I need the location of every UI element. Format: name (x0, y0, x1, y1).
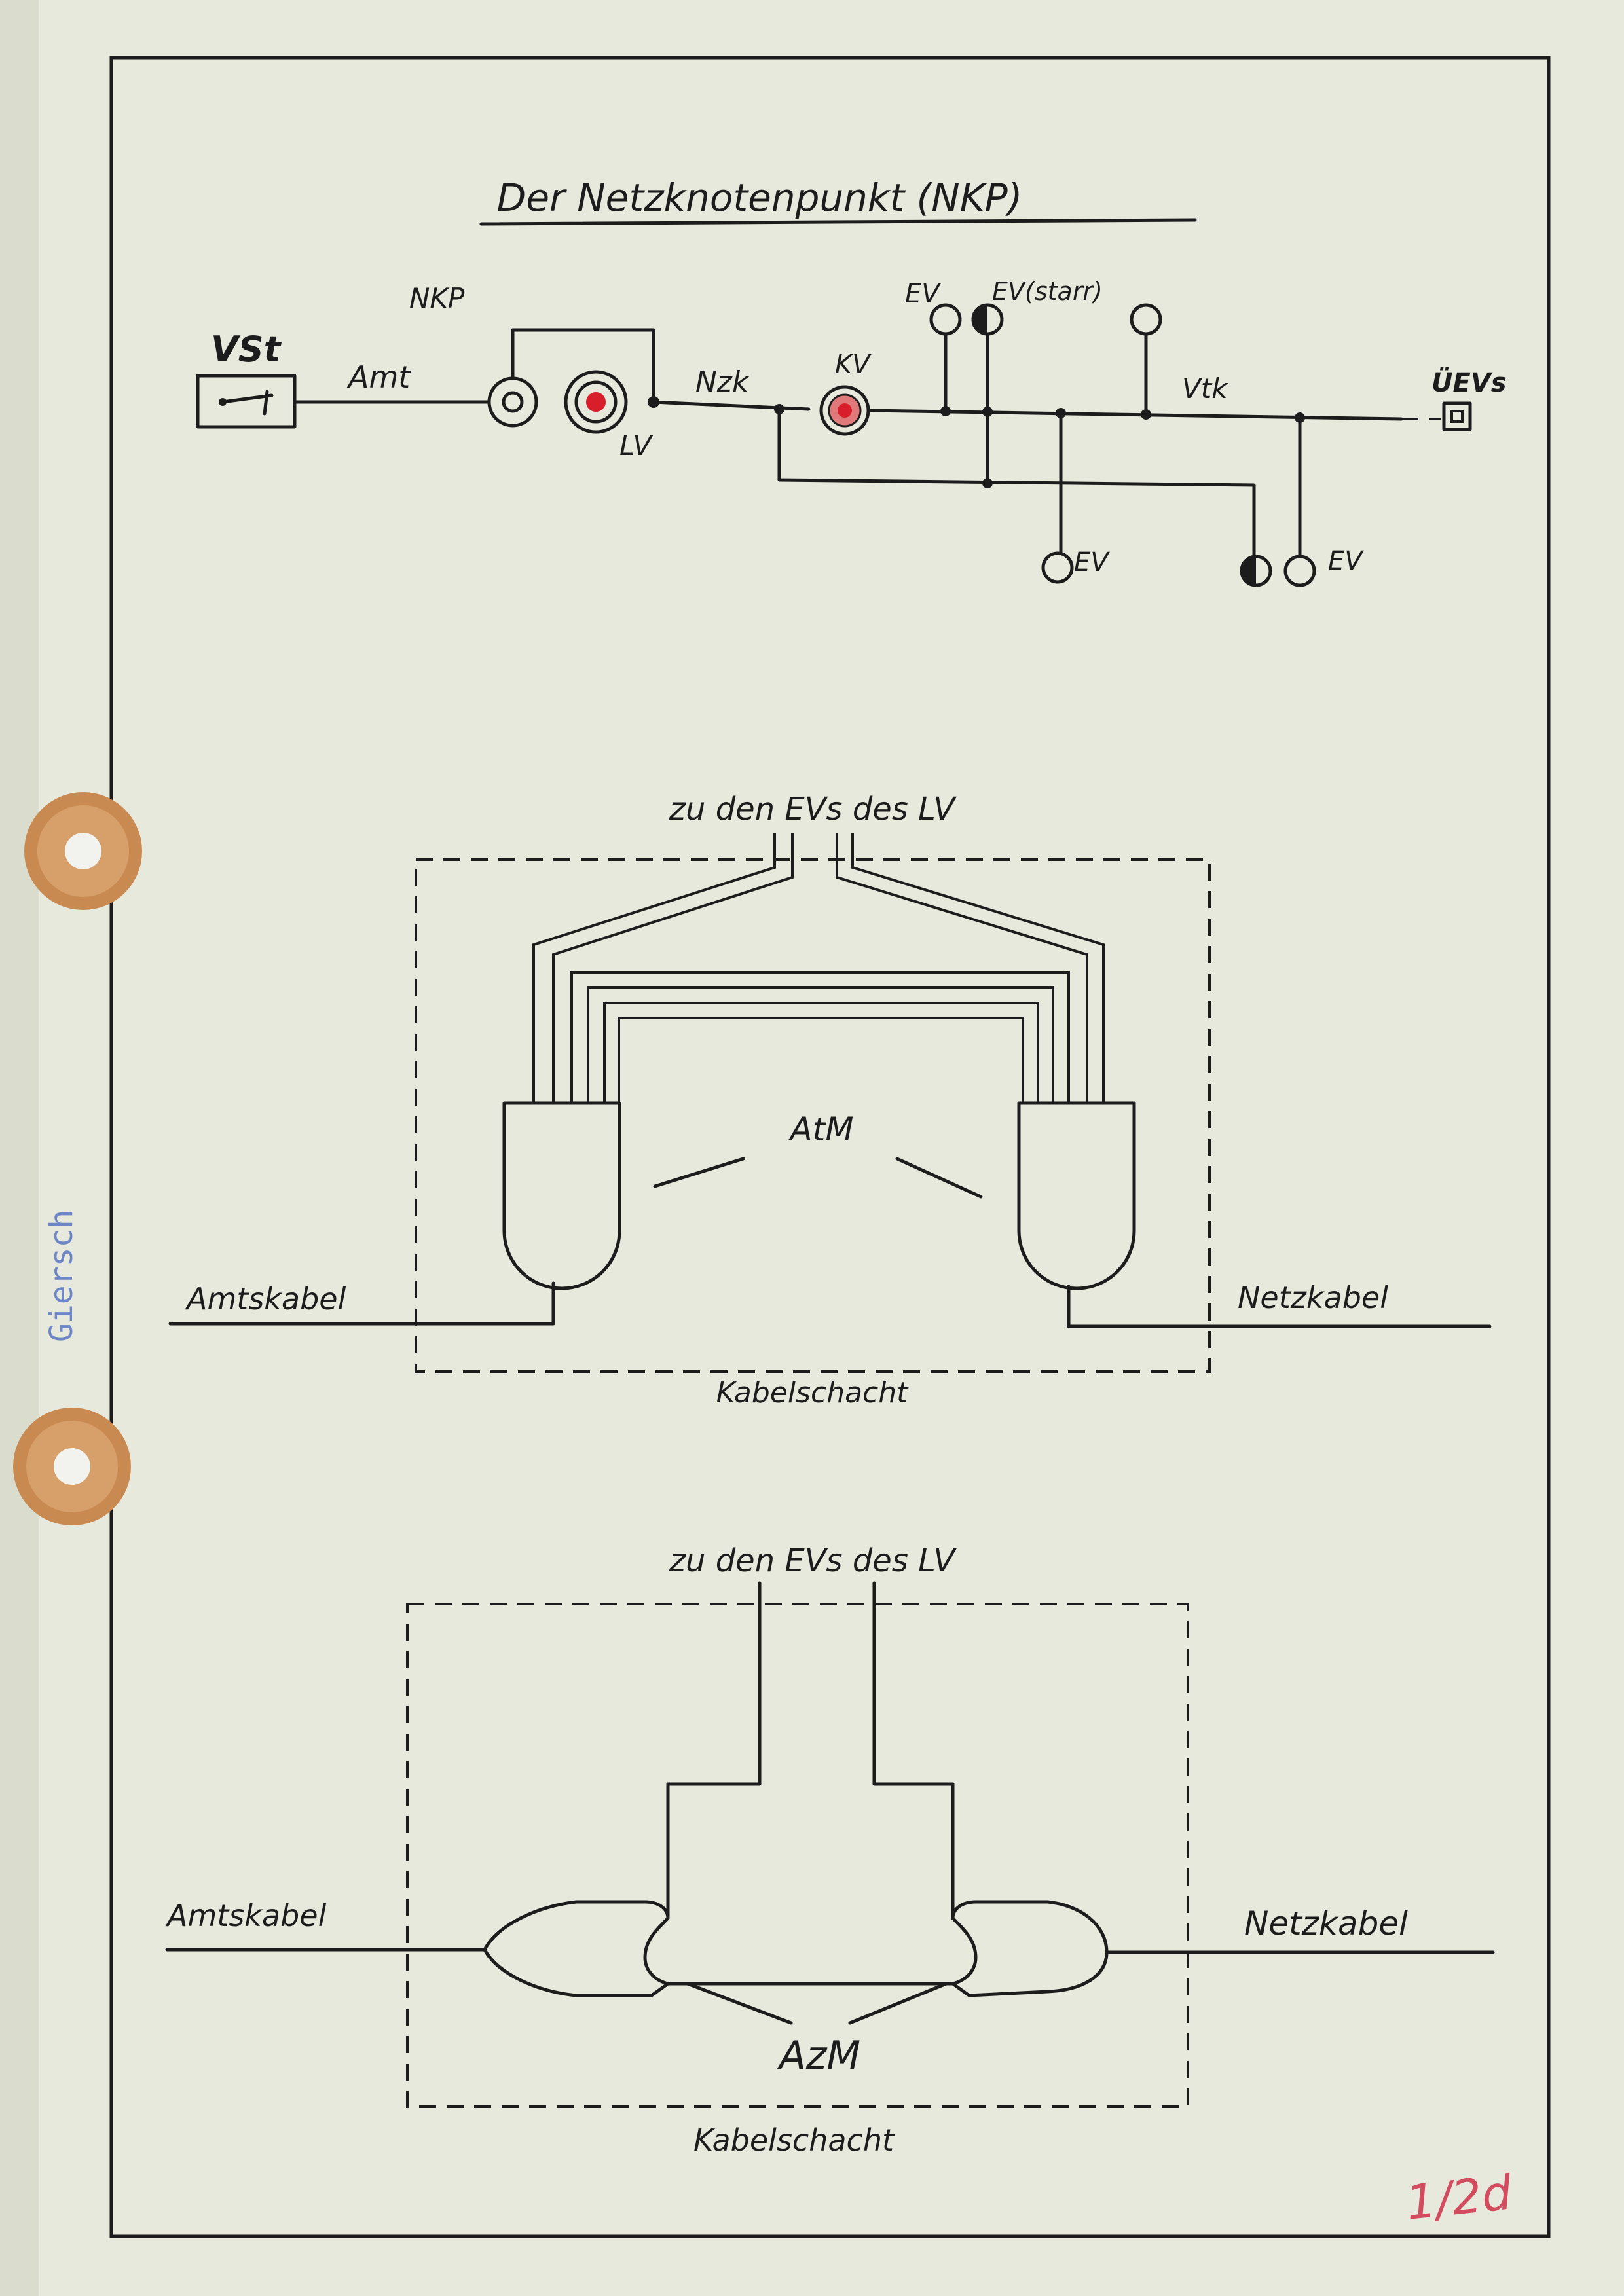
ev-lower-label: EV (1074, 547, 1110, 577)
lv-distributor-circle (564, 370, 628, 434)
atm-netzkabel-line (1067, 1285, 1492, 1328)
azm-netzkabel-label: Netzkabel (1244, 1904, 1408, 1942)
atm-shaft-label: Kabelschacht (716, 1376, 910, 1410)
nzk-label: Nzk (695, 365, 750, 399)
atm-wire-bundle (532, 833, 1105, 1103)
atm-left-pointer (653, 1157, 745, 1188)
azm-diagram: zu den EVs des LV Amtskabel Netzkabel Az… (165, 1542, 1495, 2158)
ev-lower-circle (1041, 551, 1074, 584)
page-mark: 1/2d (1403, 2164, 1515, 2231)
atm-right-pointer (895, 1157, 983, 1199)
ev-lower-right-circle (1283, 555, 1316, 587)
kv-distributor-circle (819, 385, 870, 436)
atm-right-muffe (1017, 1101, 1136, 1290)
lv-red-marker (586, 392, 606, 412)
nkp-label: NKP (409, 282, 465, 314)
atm-muffe-label: AtM (788, 1110, 854, 1148)
ev-top-label: EV (905, 279, 941, 309)
azm-branch-left (666, 1581, 762, 1786)
atm-shaft-outline (415, 858, 1211, 1373)
azm-amtskabel-label: Amtskabel (165, 1898, 327, 1933)
nkp-schematic: VSt Amt NKP LV Nzk KV (196, 277, 1507, 587)
ev-starr-label: EV(starr) (992, 277, 1103, 306)
amt-label: Amt (346, 359, 411, 395)
azm-right-pointer (848, 1982, 948, 2025)
vst-exchange-box: VSt (196, 329, 297, 429)
atm-left-muffe (502, 1101, 621, 1290)
lv-label: LV (619, 429, 654, 462)
azm-left-pointer (686, 1982, 793, 2025)
kv-label: KV (835, 350, 872, 380)
binder-grommet-bottom (13, 1408, 131, 1525)
azm-shaft-outline (406, 1603, 1189, 2108)
azm-muffe-label: AzM (777, 2033, 860, 2079)
uevs-box: ÜEVs (1431, 367, 1507, 431)
azm-top-label: zu den EVs des LV (669, 1542, 957, 1579)
vtk-label: Vtk (1182, 373, 1228, 405)
page-title: Der Netzknotenpunkt (NKP) (479, 175, 1197, 226)
atm-diagram: zu den EVs des LV Amtskabel Netzkabel Ka… (168, 791, 1492, 1410)
vst-label: VSt (211, 329, 282, 370)
svg-text:Der Netzknotenpunkt (NKP): Der Netzknotenpunkt (NKP) (497, 175, 1023, 220)
uevs-label: ÜEVs (1431, 367, 1507, 398)
atm-amtskabel-line (168, 1281, 555, 1326)
binder-grommet-top (24, 792, 142, 910)
vtk-line (866, 409, 1403, 421)
nkp-bridge-line (511, 328, 655, 404)
paper-edge-shadow (0, 0, 39, 2296)
azm-muffe-body (483, 1782, 1109, 1997)
azm-branch-right (872, 1581, 955, 1786)
azm-shaft-label: Kabelschacht (693, 2123, 895, 2158)
lower-branch-line (777, 407, 1256, 565)
atm-top-label: zu den EVs des LV (669, 791, 957, 828)
side-note-giersch: Giersch (43, 1210, 80, 1342)
atm-amtskabel-label: Amtskabel (185, 1281, 346, 1317)
ev-lower-right-label: EV (1328, 546, 1364, 576)
ev-lower-right-starr-circle (1240, 555, 1272, 587)
page-border (109, 56, 1551, 2238)
atm-netzkabel-label: Netzkabel (1238, 1280, 1388, 1315)
